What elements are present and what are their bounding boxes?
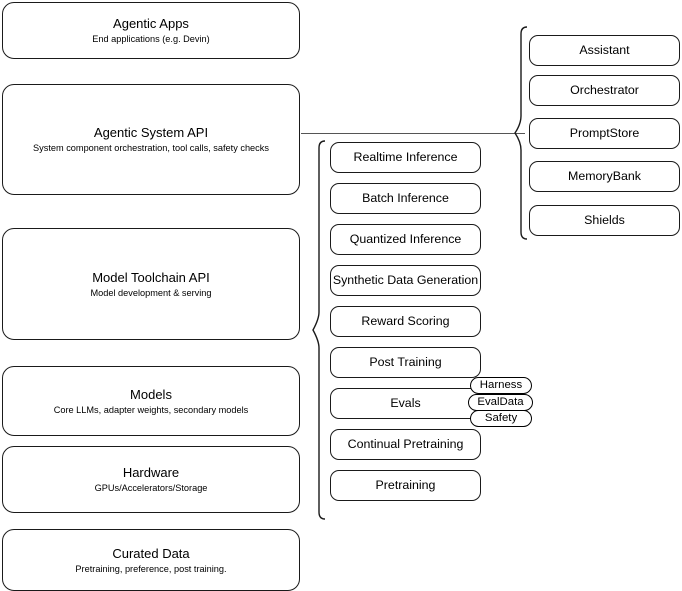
layer-subtitle: End applications (e.g. Devin) xyxy=(92,34,210,44)
capability-label: Reward Scoring xyxy=(361,314,450,328)
capability-reward-scoring[interactable]: Reward Scoring xyxy=(330,306,481,337)
layer-text-block: Agentic Apps End applications (e.g. Devi… xyxy=(92,15,209,46)
system-component-promptstore[interactable]: PromptStore xyxy=(529,118,680,149)
eval-subcomponent-harness[interactable]: Harness xyxy=(470,377,532,394)
layer-subtitle: Pretraining, preference, post training. xyxy=(75,563,227,574)
component-label: Assistant xyxy=(579,43,630,57)
capability-synthetic-data-generation[interactable]: Synthetic Data Generation xyxy=(330,265,481,296)
capability-label: Post Training xyxy=(369,355,442,369)
system-component-memorybank[interactable]: MemoryBank xyxy=(529,161,680,192)
system-component-orchestrator[interactable]: Orchestrator xyxy=(529,75,680,106)
layer-models[interactable]: Models Core LLMs, adapter weights, secon… xyxy=(2,366,300,436)
capability-label: Synthetic Data Generation xyxy=(332,273,479,287)
layer-text-block: Agentic System API System component orch… xyxy=(33,124,269,155)
component-label: PromptStore xyxy=(569,126,640,140)
layer-subtitle: Core LLMs, adapter weights, secondary mo… xyxy=(53,404,249,415)
system-component-shields[interactable]: Shields xyxy=(529,205,680,236)
layer-title: Curated Data xyxy=(112,545,190,561)
component-label: Shields xyxy=(584,213,625,227)
capability-label: Evals xyxy=(390,396,421,410)
capability-pretraining[interactable]: Pretraining xyxy=(330,470,481,501)
layer-model-toolchain-api[interactable]: Model Toolchain API Model development & … xyxy=(2,228,300,340)
capability-post-training[interactable]: Post Training xyxy=(330,347,481,378)
layer-text-block: Models Core LLMs, adapter weights, secon… xyxy=(54,386,249,417)
connector-system-api-to-components xyxy=(301,133,525,135)
layer-subtitle: GPUs/Accelerators/Storage xyxy=(94,483,208,493)
layer-title: Hardware xyxy=(122,465,180,480)
bracket-system-components xyxy=(514,26,528,240)
system-component-assistant[interactable]: Assistant xyxy=(529,35,680,66)
layer-agentic-system-api[interactable]: Agentic System API System component orch… xyxy=(2,84,300,195)
layer-subtitle: Model development & serving xyxy=(90,287,212,298)
pill-label: Safety xyxy=(484,412,518,424)
capability-continual-pretraining[interactable]: Continual Pretraining xyxy=(330,429,481,460)
capability-batch-inference[interactable]: Batch Inference xyxy=(330,183,481,214)
eval-subcomponent-evaldata[interactable]: EvalData xyxy=(468,394,533,411)
capability-quantized-inference[interactable]: Quantized Inference xyxy=(330,224,481,255)
capability-realtime-inference[interactable]: Realtime Inference xyxy=(330,142,481,173)
layer-title: Agentic Apps xyxy=(113,16,189,31)
pill-label: Harness xyxy=(479,379,523,391)
layer-hardware[interactable]: Hardware GPUs/Accelerators/Storage xyxy=(2,446,300,513)
layer-text-block: Model Toolchain API Model development & … xyxy=(90,269,211,300)
capability-evals[interactable]: Evals xyxy=(330,388,481,419)
capability-label: Continual Pretraining xyxy=(347,437,464,451)
layer-title: Models xyxy=(130,386,172,402)
layer-title: Model Toolchain API xyxy=(92,269,210,285)
layer-text-block: Curated Data Pretraining, preference, po… xyxy=(75,545,226,576)
pill-label: EvalData xyxy=(477,396,524,408)
bracket-toolchain xyxy=(312,140,326,520)
capability-label: Batch Inference xyxy=(362,191,449,205)
layer-curated-data[interactable]: Curated Data Pretraining, preference, po… xyxy=(2,529,300,591)
component-label: MemoryBank xyxy=(568,169,641,183)
capability-label: Pretraining xyxy=(375,478,436,492)
capability-label: Quantized Inference xyxy=(349,232,462,246)
capability-label: Realtime Inference xyxy=(353,150,458,164)
layer-title: Agentic System API xyxy=(93,125,209,140)
eval-subcomponent-safety[interactable]: Safety xyxy=(470,410,532,427)
layer-subtitle: System component orchestration, tool cal… xyxy=(33,143,269,153)
layer-agentic-apps[interactable]: Agentic Apps End applications (e.g. Devi… xyxy=(2,2,300,59)
component-label: Orchestrator xyxy=(570,83,639,97)
layer-text-block: Hardware GPUs/Accelerators/Storage xyxy=(95,464,208,495)
